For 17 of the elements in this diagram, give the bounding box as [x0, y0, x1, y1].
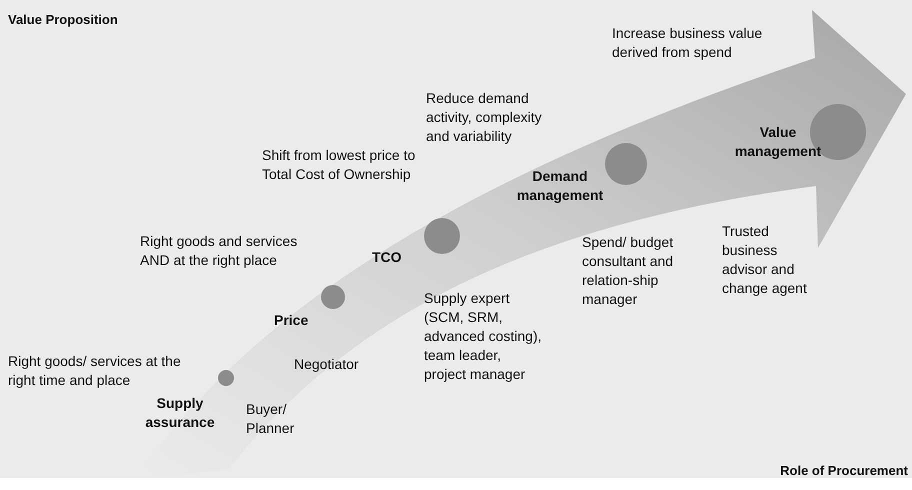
value-text: Shift from lowest price to Total Cost of Ownership: [262, 146, 416, 184]
role-text: Trusted business advisor and change agent: [722, 222, 808, 298]
value-text: Right goods/ services at the right time and place: [8, 352, 182, 390]
role-text: Supply expert (SCM, SRM, advanced costing), team leader, project manager: [424, 289, 542, 384]
stage-label: TCO: [372, 248, 403, 267]
role-text: Spend/ budget consultant and relation-ship manager: [582, 233, 674, 309]
stage-label: Value management: [734, 123, 822, 161]
value-text: Reduce demand activity, complexity and variability: [426, 89, 543, 146]
section-heading: Value Proposition: [8, 11, 119, 29]
stage-label: Supply assurance: [144, 394, 216, 432]
value-text: Right goods and services AND at the right place: [140, 232, 298, 270]
value-text: Increase business value derived from spend: [612, 24, 764, 62]
section-heading: Role of Procurement: [779, 462, 908, 480]
stage-label: Price: [274, 311, 310, 330]
stage-label: Demand management: [516, 167, 604, 205]
role-text: Negotiator: [294, 355, 360, 374]
role-text: Buyer/ Planner: [246, 400, 296, 438]
